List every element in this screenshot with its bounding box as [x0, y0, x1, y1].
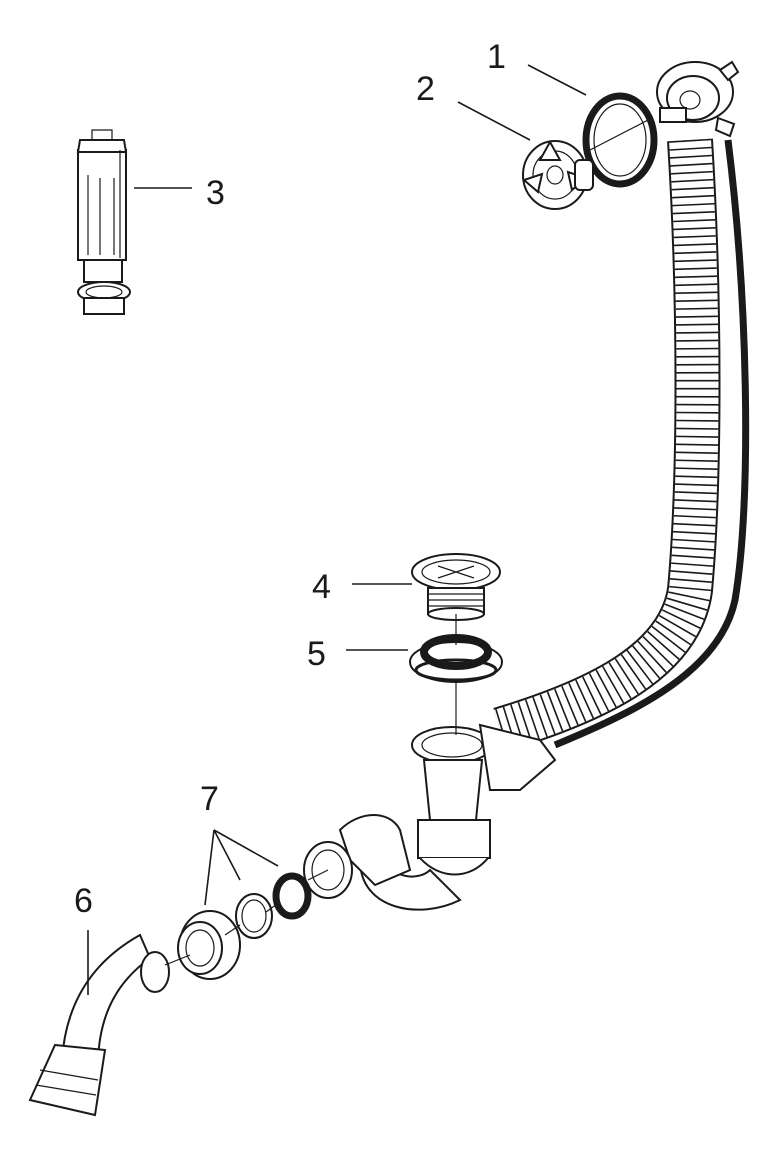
- callout-3: 3: [206, 174, 225, 212]
- callout-numbers: 1 2 3 4 5 6 7: [74, 38, 506, 920]
- part-7-union-nut-and-washers: [177, 872, 312, 980]
- callout-2: 2: [416, 70, 435, 108]
- leader-lines: [87, 64, 587, 995]
- corrugated-hose: [493, 138, 721, 753]
- part-6-bend-pipe: [28, 933, 170, 1117]
- part-1-seal-ring: [582, 92, 658, 188]
- callout-1: 1: [487, 38, 506, 76]
- callout-7: 7: [200, 780, 219, 818]
- bowden-cable: [553, 139, 750, 749]
- part-3-extension-sleeve: [76, 129, 131, 315]
- assembly-guide-lines: [164, 117, 653, 966]
- callout-5: 5: [307, 635, 326, 673]
- part-4-drain-strainer: [411, 553, 501, 621]
- callout-6: 6: [74, 882, 93, 920]
- overflow-head: [656, 60, 740, 138]
- part-2-overflow-rosette: [522, 139, 594, 210]
- drain-body-trap: [303, 723, 557, 911]
- callout-4: 4: [312, 568, 331, 606]
